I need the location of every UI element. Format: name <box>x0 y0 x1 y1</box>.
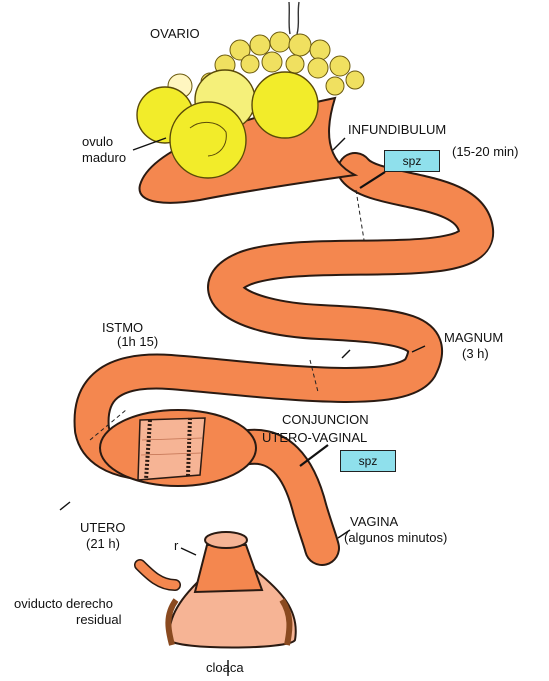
label-vagina-time: (algunos minutos) <box>344 530 447 545</box>
label-vagina: VAGINA <box>350 514 398 529</box>
ovary-ligament <box>289 2 299 34</box>
label-infundibulum-time: (15-20 min) <box>452 144 518 159</box>
label-utero-time: (21 h) <box>86 536 120 551</box>
label-r: r <box>174 538 178 553</box>
spz-box-infundibulum: spz <box>384 150 440 172</box>
uterus-window <box>138 418 205 480</box>
label-oviducto: oviducto derecho <box>14 596 113 611</box>
label-ovario: OVARIO <box>150 26 200 41</box>
label-istmo-time: (1h 15) <box>117 334 158 349</box>
label-utero: UTERO <box>80 520 126 535</box>
label-ovulo: ovulo <box>82 134 113 149</box>
label-magnum-time: (3 h) <box>462 346 489 361</box>
label-istmo: ISTMO <box>102 320 143 335</box>
label-conjuncion: CONJUNCION <box>282 412 369 427</box>
label-residual: residual <box>76 612 122 627</box>
mature-ovum <box>170 102 246 178</box>
cloaca <box>140 532 296 648</box>
oviduct-tube <box>90 170 476 548</box>
label-utero-vaginal: UTERO-VAGINAL <box>262 430 367 445</box>
spz-box-uterovaginal: spz <box>340 450 396 472</box>
label-cloaca: cloaca <box>206 660 244 675</box>
label-infundibulum: INFUNDIBULUM <box>348 122 446 137</box>
division-line-infundibulum <box>356 190 364 240</box>
label-magnum: MAGNUM <box>444 330 503 345</box>
label-maduro: maduro <box>82 150 126 165</box>
